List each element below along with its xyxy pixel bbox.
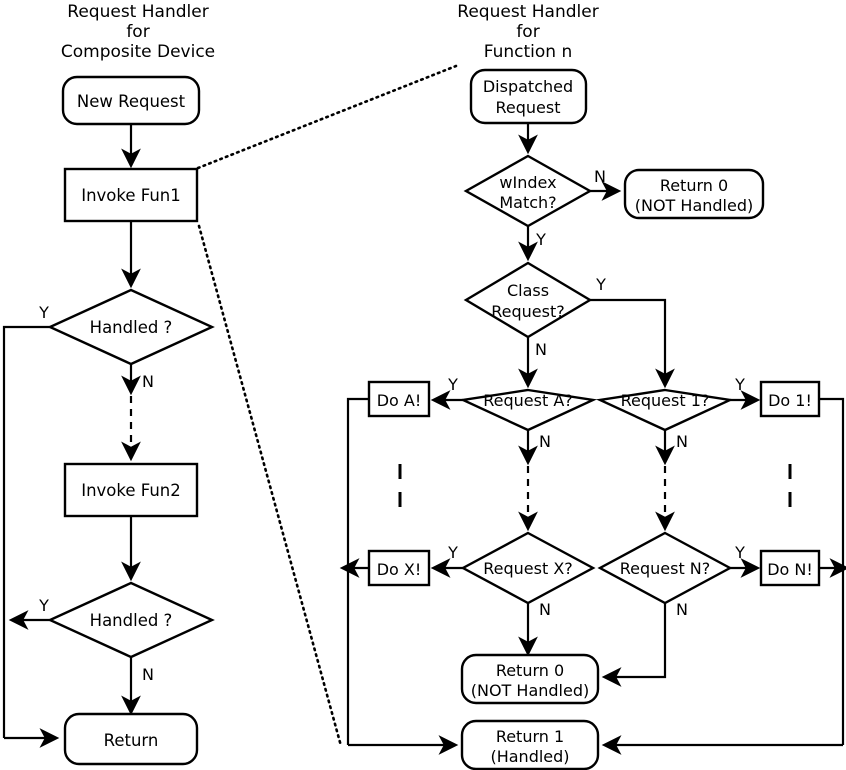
node-handled-1-label: Handled ? <box>90 318 173 337</box>
callout-line-top <box>196 64 458 170</box>
edge-class-yes-to-request1 <box>590 298 675 389</box>
left-title-line-2: for <box>126 22 149 42</box>
label-class-no: N <box>535 340 547 359</box>
label-handled2-yes: Y <box>38 596 49 615</box>
edge-handled1-yes-rail <box>2 325 50 738</box>
node-request-1-label: Request 1? <box>621 391 710 410</box>
edge-doa-to-left-rail <box>346 397 369 745</box>
node-new-request-label: New Request <box>77 92 186 111</box>
label-handled2-no: N <box>142 665 154 684</box>
node-return0-top-line-2: (NOT Handled) <box>635 196 753 215</box>
left-title-line-1: Request Handler <box>67 2 208 22</box>
node-do-n[interactable] <box>759 549 821 587</box>
node-windex-match-line-2: Match? <box>499 193 556 212</box>
label-request-n-no: N <box>676 600 688 619</box>
label-request-a-yes: Y <box>447 375 458 394</box>
label-windex-no: N <box>594 167 606 186</box>
node-class-request-line-1: Class <box>507 281 549 300</box>
node-request-n-label: Request N? <box>620 559 711 578</box>
node-invoke-fun1-label: Invoke Fun1 <box>81 186 181 205</box>
label-request-n-yes: Y <box>734 543 745 562</box>
node-dispatched-request-line-2: Request <box>496 98 561 117</box>
node-do-n-label: Do N! <box>767 560 813 579</box>
label-request-1-yes: Y <box>734 375 745 394</box>
node-return0-top[interactable] <box>623 168 765 220</box>
label-class-yes: Y <box>595 275 606 294</box>
label-request-a-no: N <box>539 432 551 451</box>
node-handled-2-label: Handled ? <box>90 611 173 630</box>
callout-line-bottom <box>197 224 343 748</box>
node-return0-top-line-1: Return 0 <box>660 176 728 195</box>
label-handled1-yes: Y <box>38 303 49 322</box>
node-class-request-line-2: Request? <box>491 302 564 321</box>
right-title-line-2: for <box>516 22 539 42</box>
node-do-a[interactable] <box>367 380 431 418</box>
node-request-x-label: Request X? <box>483 559 573 578</box>
node-do-1[interactable] <box>759 380 821 418</box>
edge-do1-to-right-rail <box>819 397 845 745</box>
node-return-label: Return <box>104 731 159 750</box>
node-return0-bottom-line-1: Return 0 <box>496 661 564 680</box>
node-return1-line-2: (Handled) <box>490 747 569 766</box>
node-do-x-label: Do X! <box>377 560 422 579</box>
edge-requestn-no-to-return0 <box>601 603 667 687</box>
label-windex-yes: Y <box>535 230 546 249</box>
label-request-x-no: N <box>539 600 551 619</box>
right-title-line-1: Request Handler <box>457 2 598 22</box>
node-request-a-label: Request A? <box>483 391 573 410</box>
node-return[interactable] <box>63 712 199 766</box>
label-handled1-no: N <box>142 372 154 391</box>
label-request-x-yes: Y <box>447 543 458 562</box>
node-return1[interactable] <box>460 719 600 770</box>
left-title-line-3: Composite Device <box>61 42 215 62</box>
node-return0-bottom[interactable] <box>460 653 600 705</box>
label-request-1-no: N <box>676 432 688 451</box>
node-windex-match-line-1: wIndex <box>499 173 556 192</box>
node-do-1-label: Do 1! <box>768 391 812 410</box>
node-return1-line-1: Return 1 <box>496 727 564 746</box>
node-dispatched-request-line-1: Dispatched <box>483 77 573 96</box>
node-class-request[interactable] <box>463 261 593 339</box>
right-title-line-3: Function n <box>484 42 573 62</box>
node-invoke-fun1[interactable] <box>63 167 199 223</box>
node-return0-bottom-line-2: (NOT Handled) <box>471 681 589 700</box>
node-do-a-label: Do A! <box>377 391 422 410</box>
node-invoke-fun2-label: Invoke Fun2 <box>81 481 181 500</box>
